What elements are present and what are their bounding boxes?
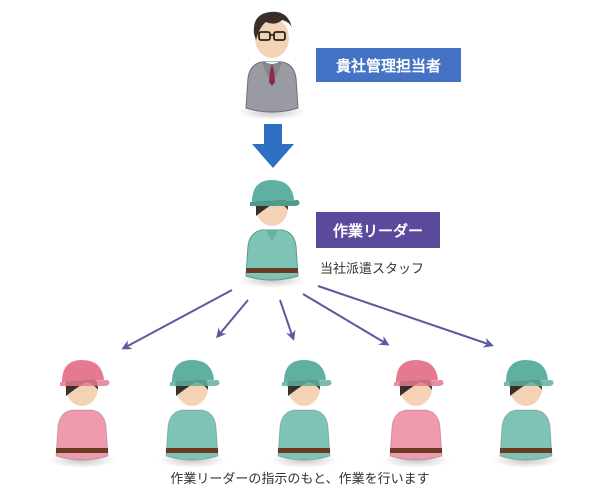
manager-label: 貴社管理担当者 xyxy=(316,48,461,82)
down-arrow-icon xyxy=(252,124,294,168)
manager-label-text: 貴社管理担当者 xyxy=(335,56,441,75)
leader-caption: 当社派遣スタッフ xyxy=(320,262,425,277)
branch-arrow-3 xyxy=(279,299,296,341)
worker-pink-icon xyxy=(48,360,116,468)
worker-teal-icon xyxy=(158,360,226,468)
branch-arrow-1 xyxy=(121,289,233,350)
branch-arrow-2 xyxy=(216,299,249,339)
workers-row xyxy=(48,360,560,468)
leader-figure-icon xyxy=(238,180,306,288)
branch-arrow-5 xyxy=(317,285,494,348)
worker-pink-icon xyxy=(382,360,450,468)
leader-label: 作業リーダー xyxy=(316,212,440,248)
branch-arrow-4 xyxy=(302,293,390,346)
manager-figure-icon xyxy=(238,11,306,120)
bottom-caption: 作業リーダーの指示のもと、作業を行います xyxy=(170,472,430,487)
worker-teal-icon xyxy=(492,360,560,468)
worker-teal-icon xyxy=(270,360,338,468)
leader-label-text: 作業リーダー xyxy=(332,221,423,240)
branch-arrows xyxy=(121,285,494,350)
